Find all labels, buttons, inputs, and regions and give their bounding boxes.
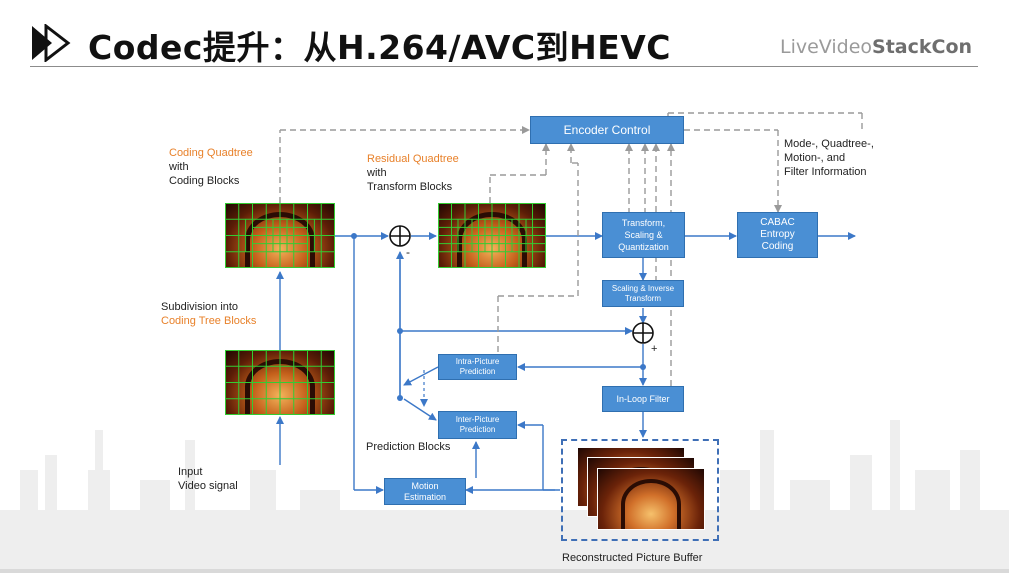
intra-label-line1: Intra-Picture bbox=[455, 357, 500, 366]
cabac-block: CABAC Entropy Coding bbox=[737, 212, 818, 258]
scaling-inverse-label-line1: Scaling & Inverse bbox=[611, 283, 675, 293]
residual-quadtree-image bbox=[438, 203, 546, 268]
reconstructed-buffer-label: Reconstructed Picture Buffer bbox=[562, 552, 703, 564]
with-label-1: with bbox=[169, 161, 189, 173]
in-loop-filter-block: In-Loop Filter bbox=[602, 386, 684, 412]
input-label: Input bbox=[178, 466, 203, 478]
mode-info-line3: Filter Information bbox=[784, 166, 867, 178]
intra-label-line2: Prediction bbox=[459, 367, 496, 376]
inter-label-line1: Inter-Picture bbox=[455, 415, 500, 424]
cabac-label-line2: Entropy bbox=[760, 229, 795, 240]
inter-label-line2: Prediction bbox=[459, 425, 496, 434]
coding-tree-blocks-label: Coding Tree Blocks bbox=[161, 315, 257, 327]
brand-logo: LiveVideoStackCon bbox=[780, 36, 972, 58]
title-arrow-icon bbox=[32, 24, 71, 62]
cabac-label-line1: CABAC bbox=[760, 217, 795, 228]
minus-sign: - bbox=[406, 245, 410, 259]
brand-prefix: LiveVideo bbox=[780, 36, 873, 58]
transform-label-line3: Quantization bbox=[618, 242, 669, 252]
transform-label-line1: Transform, bbox=[621, 218, 666, 228]
quadtree-grid bbox=[438, 203, 546, 268]
video-signal-label: Video signal bbox=[178, 480, 238, 492]
reconstructed-picture-buffer bbox=[561, 439, 719, 541]
residual-quadtree-label: Residual Quadtree bbox=[367, 153, 459, 165]
scaling-inverse-label-line2: Transform bbox=[624, 293, 662, 303]
coding-blocks-label: Coding Blocks bbox=[169, 175, 240, 187]
transform-block: Transform, Scaling & Quantization bbox=[602, 212, 685, 258]
brand-suffix: StackCon bbox=[872, 36, 973, 58]
arch-shape bbox=[621, 478, 681, 529]
motion-label-line1: Motion bbox=[411, 480, 439, 491]
buffer-frame-3 bbox=[597, 468, 705, 530]
coding-quadtree-image bbox=[225, 203, 335, 268]
subdivision-label: Subdivision into bbox=[161, 301, 239, 313]
with-label-2: with bbox=[367, 167, 387, 179]
cabac-label-line3: Coding bbox=[761, 241, 794, 252]
motion-label-line2: Estimation bbox=[403, 491, 447, 502]
motion-estimation-block: Motion Estimation bbox=[384, 478, 466, 505]
coding-quadtree-label: Coding Quadtree bbox=[169, 147, 253, 159]
bottom-band bbox=[0, 569, 1009, 573]
encoder-control-block: Encoder Control bbox=[530, 116, 684, 144]
transform-blocks-label: Transform Blocks bbox=[367, 181, 453, 193]
mode-info-line1: Mode-, Quadtree-, bbox=[784, 138, 874, 150]
intra-prediction-block: Intra-Picture Prediction bbox=[438, 354, 517, 380]
in-loop-filter-label: In-Loop Filter bbox=[616, 394, 670, 404]
scaling-inverse-transform-block: Scaling & Inverse Transform bbox=[602, 280, 684, 307]
mode-info-line2: Motion-, and bbox=[784, 152, 846, 164]
prediction-blocks-label: Prediction Blocks bbox=[366, 441, 451, 453]
plus-sign: + bbox=[651, 343, 658, 355]
coding-tree-blocks-image bbox=[225, 350, 335, 415]
encoder-control-label: Encoder Control bbox=[563, 123, 651, 137]
inter-prediction-block: Inter-Picture Prediction bbox=[438, 411, 517, 439]
ctb-grid bbox=[225, 350, 335, 415]
slide-title: Codec提升：从H.264/AVC到HEVC bbox=[88, 28, 672, 67]
transform-label-line2: Scaling & bbox=[624, 230, 663, 240]
title-divider bbox=[30, 66, 978, 67]
quadtree-grid bbox=[225, 203, 335, 268]
